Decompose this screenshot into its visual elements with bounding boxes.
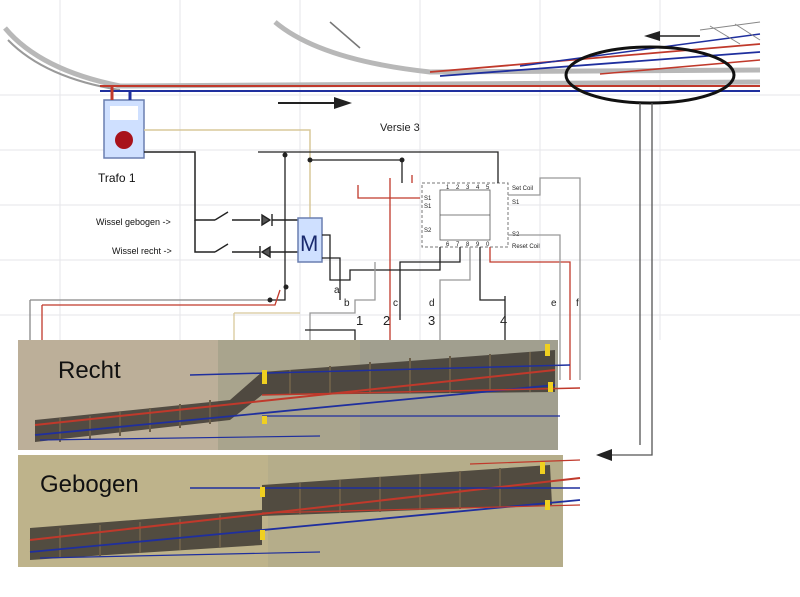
svg-text:e: e [551, 298, 557, 309]
point-motor [297, 217, 323, 263]
svg-text:1: 1 [356, 313, 363, 328]
svg-text:2: 2 [456, 185, 460, 191]
callout-arrow [612, 103, 653, 456]
motor-label: M [300, 231, 318, 256]
svg-text:3: 3 [428, 313, 435, 328]
svg-text:f: f [576, 298, 579, 309]
switch-bent-label: Wissel gebogen -> [96, 217, 171, 227]
reset-coil-label: Reset Coil [512, 244, 540, 250]
direction-arrow-left [644, 31, 700, 41]
svg-text:S1: S1 [512, 200, 520, 206]
svg-text:6: 6 [446, 242, 450, 248]
callout-arrowhead [596, 449, 612, 461]
panel-straight [18, 340, 581, 450]
svg-text:7: 7 [456, 242, 460, 248]
diodes [259, 213, 298, 259]
svg-text:c: c [393, 298, 398, 309]
svg-text:3: 3 [466, 185, 470, 191]
page-title: Versie 3 [380, 122, 420, 134]
svg-text:d: d [429, 298, 435, 309]
panel-straight-title: Recht [58, 357, 121, 384]
trafo-wires [110, 86, 311, 253]
svg-text:1: 1 [446, 185, 450, 191]
highlight-ellipse [564, 45, 736, 105]
svg-text:S2: S2 [424, 228, 432, 234]
svg-text:2: 2 [383, 313, 390, 328]
trafo-label: Trafo 1 [98, 171, 136, 185]
svg-text:0: 0 [486, 242, 490, 248]
svg-text:S1: S1 [424, 196, 432, 202]
svg-text:9: 9 [476, 242, 480, 248]
junction-dots [267, 152, 405, 303]
transformer [103, 99, 145, 159]
wire-letter-labels: a b c d e f [334, 285, 579, 309]
svg-text:4: 4 [476, 185, 480, 191]
svg-text:b: b [344, 298, 350, 309]
panel-bent-title: Gebogen [40, 471, 139, 498]
top-track-sketch [3, 20, 761, 92]
relay-box [421, 182, 509, 248]
svg-text:4: 4 [500, 313, 507, 328]
switch-straight-label: Wissel recht -> [112, 246, 172, 256]
svg-text:a: a [334, 285, 340, 296]
svg-text:8: 8 [466, 242, 470, 248]
direction-arrow-right [278, 97, 352, 109]
set-coil-label: Set Coil [512, 186, 533, 192]
panel-bent [18, 455, 581, 567]
control-wires [29, 151, 581, 445]
svg-text:S1: S1 [424, 204, 432, 210]
push-buttons [214, 211, 260, 253]
svg-text:5: 5 [486, 185, 490, 191]
wire-number-labels: 1 2 3 4 [356, 313, 507, 328]
